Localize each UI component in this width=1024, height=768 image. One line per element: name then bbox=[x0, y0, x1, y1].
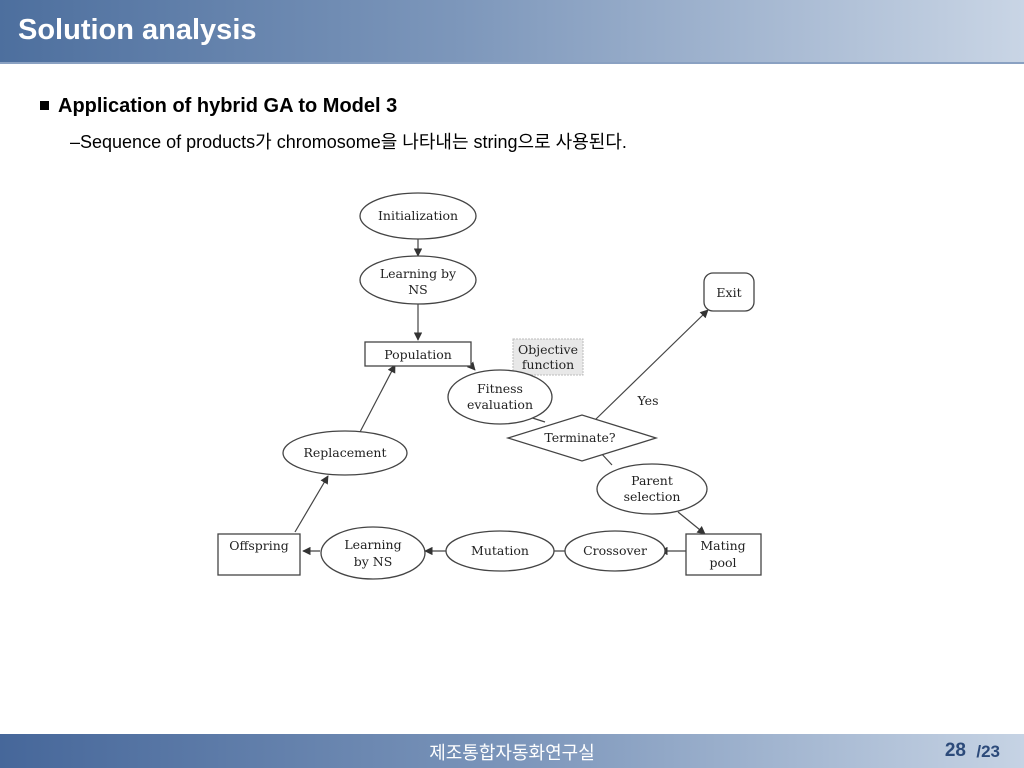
node-fitness-evaluation: Fitness evaluation bbox=[447, 369, 553, 425]
page-total: /23 bbox=[976, 742, 1000, 761]
objective-line2: function bbox=[522, 357, 574, 372]
learning-ns-top-line1: Learning by bbox=[380, 266, 457, 281]
slide-footer: 제조통합자동화연구실 28 /23 bbox=[0, 734, 1024, 768]
population-label: Population bbox=[384, 347, 452, 362]
node-mutation: Mutation bbox=[445, 530, 555, 572]
node-learning-ns-top: Learning by NS bbox=[359, 255, 477, 305]
page-number: 28 bbox=[944, 740, 966, 761]
crossover-label: Crossover bbox=[583, 543, 647, 558]
main-bullet-text: Application of hybrid GA to Model 3 bbox=[58, 95, 398, 117]
lab-name: 제조통합자동화연구실 bbox=[429, 743, 595, 764]
mating-line2: pool bbox=[709, 555, 736, 570]
hybrid-ga-flowchart: Initialization Learning by NS Population… bbox=[217, 192, 762, 580]
node-mating-pool: Mating pool bbox=[685, 533, 762, 576]
square-bullet-icon bbox=[40, 101, 49, 110]
parent-line1: Parent bbox=[631, 473, 673, 488]
replacement-label: Replacement bbox=[304, 445, 387, 460]
fitness-line1: Fitness bbox=[477, 381, 523, 396]
header-divider bbox=[0, 62, 1024, 64]
arrow-parent-to-mating bbox=[677, 511, 706, 535]
node-terminate: Terminate? bbox=[505, 414, 659, 462]
slide-header: Solution analysis bbox=[0, 0, 1024, 62]
slide-title: Solution analysis bbox=[18, 14, 257, 46]
objective-line1: Objective bbox=[518, 342, 578, 357]
flowchart-connectors bbox=[294, 239, 709, 556]
initialization-label: Initialization bbox=[378, 208, 458, 223]
node-initialization: Initialization bbox=[359, 192, 477, 240]
fitness-line2: evaluation bbox=[467, 397, 533, 412]
mating-line1: Mating bbox=[700, 538, 745, 553]
node-crossover: Crossover bbox=[564, 530, 666, 572]
arrow-terminate-to-exit bbox=[594, 309, 709, 421]
learning-ns-top-line2: NS bbox=[408, 282, 428, 297]
node-objective-function: Objective function bbox=[512, 338, 584, 376]
node-learning-ns-bottom: Learning by NS bbox=[320, 526, 426, 580]
offspring-label: Offspring bbox=[229, 538, 289, 553]
main-bullet: Application of hybrid GA to Model 3 bbox=[40, 95, 397, 118]
node-replacement: Replacement bbox=[282, 430, 408, 476]
learning-ns-bottom-line2: by NS bbox=[354, 554, 393, 569]
arrow-replacement-to-population bbox=[359, 364, 396, 433]
exit-label: Exit bbox=[716, 285, 741, 300]
node-offspring: Offspring bbox=[217, 533, 301, 576]
arrow-offspring-to-replacement bbox=[294, 475, 329, 533]
node-exit: Exit bbox=[703, 272, 755, 312]
mutation-label: Mutation bbox=[471, 543, 529, 558]
learning-ns-bottom-line1: Learning bbox=[344, 537, 401, 552]
sub-bullet-text: –Sequence of products가 chromosome을 나타내는 … bbox=[70, 132, 627, 152]
parent-line2: selection bbox=[624, 489, 681, 504]
yes-label: Yes bbox=[637, 393, 659, 408]
node-parent-selection: Parent selection bbox=[596, 463, 708, 515]
terminate-label: Terminate? bbox=[544, 430, 616, 445]
node-population: Population bbox=[364, 341, 472, 367]
